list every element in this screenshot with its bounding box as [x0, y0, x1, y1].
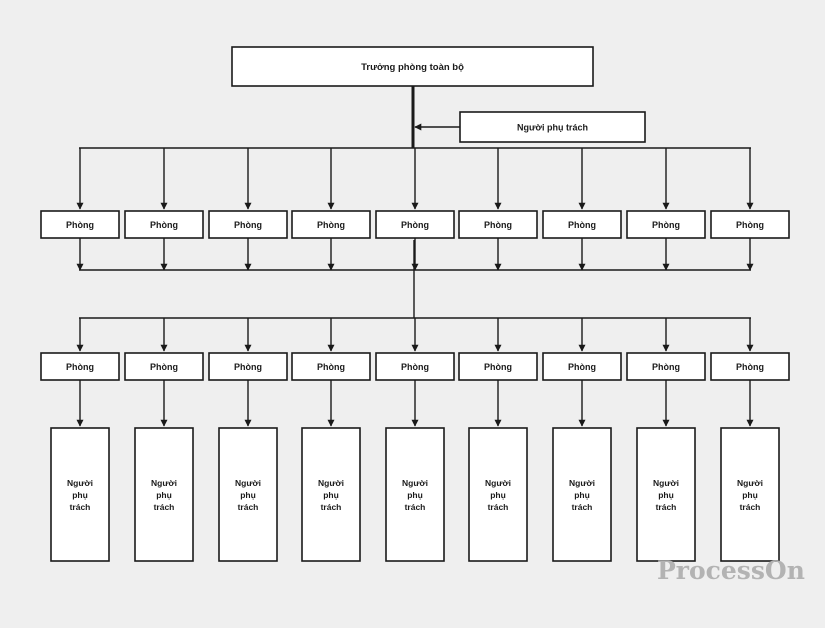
responsible-label-line: trách — [154, 502, 175, 512]
department-label: Phòng — [234, 362, 262, 372]
responsible-label-line: phụ — [742, 490, 758, 500]
department-label: Phòng — [652, 220, 680, 230]
responsible-label-line: Người — [235, 478, 261, 488]
department-node[interactable]: Phòng — [40, 210, 120, 239]
responsible-node[interactable]: Người phụ trách — [720, 427, 780, 562]
responsible-label-line: phụ — [156, 490, 172, 500]
responsible-label-line: phụ — [574, 490, 590, 500]
responsible-label-line: phụ — [323, 490, 339, 500]
responsible-label-line: trách — [321, 502, 342, 512]
department-label: Phòng — [568, 362, 596, 372]
department-row-2: Phòng Phòng Phòng Phòng Phòng Phòng Phòng Phòng… — [40, 352, 790, 381]
department-node[interactable]: Phòng — [542, 352, 622, 381]
responsible-label-line: Người — [151, 478, 177, 488]
responsible-node[interactable]: Người phụ trách — [50, 427, 110, 562]
department-label: Phòng — [484, 220, 512, 230]
responsible-label-line: trách — [238, 502, 259, 512]
responsible-label-line: phụ — [240, 490, 256, 500]
responsible-node[interactable]: Người phụ trách — [134, 427, 194, 562]
responsible-row: NgườiphụtráchNgườiphụtráchNgườiphụtráchN… — [50, 427, 780, 562]
responsible-label-line: trách — [70, 502, 91, 512]
department-node[interactable]: Phòng — [291, 352, 371, 381]
department-label: Phòng — [66, 362, 94, 372]
responsible-label-line: Người — [737, 478, 763, 488]
department-label: Phòng — [484, 362, 512, 372]
responsible-label-line: trách — [405, 502, 426, 512]
department-label: Phòng — [736, 220, 764, 230]
department-node[interactable]: Phòng — [208, 210, 288, 239]
department-label: Phòng — [568, 220, 596, 230]
responsible-label-line: phụ — [407, 490, 423, 500]
department-label: Phòng — [317, 362, 345, 372]
department-node[interactable]: Phòng — [458, 352, 538, 381]
responsible-label-line: Người — [318, 478, 344, 488]
department-node[interactable]: Phòng — [40, 352, 120, 381]
connectors — [76, 86, 754, 427]
responsible-node[interactable]: Người phụ trách — [301, 427, 361, 562]
side-node-label: Người phụ trách — [517, 123, 588, 133]
department-node[interactable]: Phòng — [124, 210, 204, 239]
department-label: Phòng — [736, 362, 764, 372]
department-node[interactable]: Phòng — [291, 210, 371, 239]
department-node[interactable]: Phòng — [626, 210, 706, 239]
department-node[interactable]: Phòng — [710, 352, 790, 381]
responsible-label-line: trách — [572, 502, 593, 512]
responsible-node[interactable]: Người phụ trách — [218, 427, 278, 562]
responsible-label-line: trách — [656, 502, 677, 512]
department-node[interactable]: Phòng — [710, 210, 790, 239]
department-node[interactable]: Phòng — [124, 352, 204, 381]
responsible-node[interactable]: Người phụ trách — [636, 427, 696, 562]
responsible-label-line: phụ — [658, 490, 674, 500]
department-node[interactable]: Phòng — [208, 352, 288, 381]
responsible-label-line: Người — [485, 478, 511, 488]
responsible-label-line: phụ — [72, 490, 88, 500]
department-label: Phòng — [401, 362, 429, 372]
processon-watermark: ProcessOn — [657, 556, 805, 585]
department-node[interactable]: Phòng — [375, 210, 455, 239]
department-node[interactable]: Phòng — [458, 210, 538, 239]
department-label: Phòng — [150, 362, 178, 372]
responsible-label-line: Người — [67, 478, 93, 488]
department-node[interactable]: Phòng — [375, 352, 455, 381]
responsible-label-line: phụ — [490, 490, 506, 500]
department-row-1: Phòng Phòng Phòng Phòng Phòng Phòng Phòng Phòng… — [40, 210, 790, 239]
department-label: Phòng — [652, 362, 680, 372]
department-node[interactable]: Phòng — [626, 352, 706, 381]
responsible-node[interactable]: Người phụ trách — [385, 427, 445, 562]
responsible-node[interactable]: Người phụ trách — [552, 427, 612, 562]
department-label: Phòng — [317, 220, 345, 230]
responsible-label-line: Người — [653, 478, 679, 488]
department-label: Phòng — [66, 220, 94, 230]
responsible-label-line: Người — [402, 478, 428, 488]
responsible-label-line: Người — [569, 478, 595, 488]
top-node-label: Trưởng phòng toàn bộ — [361, 62, 464, 73]
department-label: Phòng — [150, 220, 178, 230]
department-label: Phòng — [401, 220, 429, 230]
responsible-label-line: trách — [488, 502, 509, 512]
responsible-node[interactable]: Người phụ trách — [468, 427, 528, 562]
responsible-label-line: trách — [740, 502, 761, 512]
department-label: Phòng — [234, 220, 262, 230]
top-node[interactable]: Trưởng phòng toàn bộ — [231, 46, 594, 87]
department-node[interactable]: Phòng — [542, 210, 622, 239]
side-node[interactable]: Người phụ trách — [459, 111, 646, 143]
